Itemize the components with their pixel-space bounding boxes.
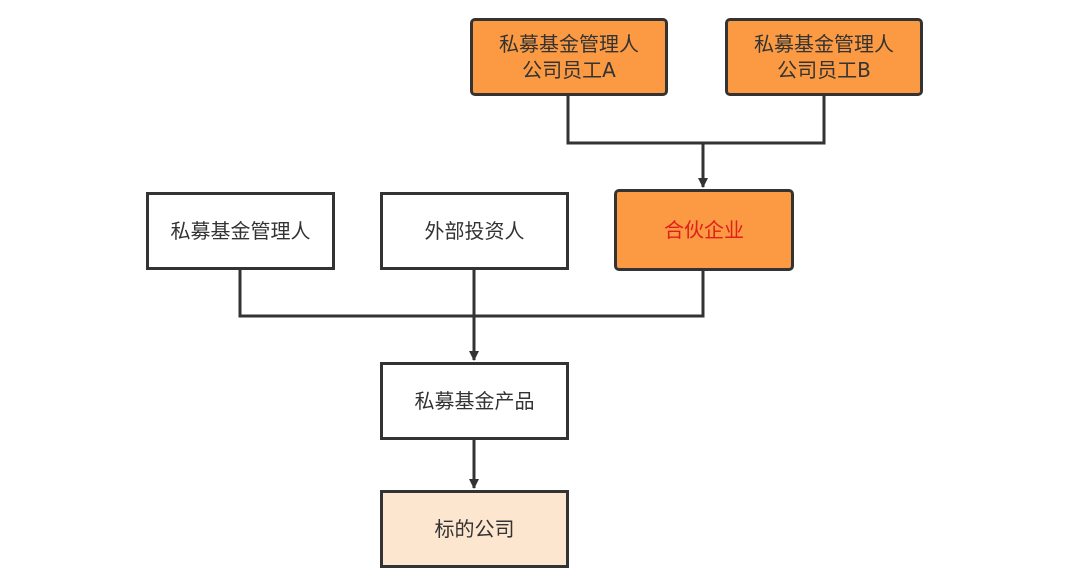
node-target-company-label: 标的公司: [434, 517, 515, 541]
connector-employees-to-partnership: [566, 96, 826, 145]
node-employee-a-line1: 私募基金管理人: [499, 32, 639, 56]
node-employee-b-line2: 公司员工B: [777, 58, 871, 82]
node-employee-b: 私募基金管理人 公司员工B: [725, 18, 923, 96]
node-employee-b-line1: 私募基金管理人: [754, 32, 894, 56]
connector-investors-to-product: [238, 270, 705, 318]
node-external-investor-label: 外部投资人: [424, 219, 525, 243]
node-fund-product-label: 私募基金产品: [414, 389, 535, 413]
node-external-investor: 外部投资人: [380, 192, 569, 270]
node-target-company: 标的公司: [380, 490, 569, 568]
node-partnership-label: 合伙企业: [664, 218, 744, 242]
node-fund-manager: 私募基金管理人: [146, 192, 335, 270]
node-fund-manager-label: 私募基金管理人: [170, 219, 311, 243]
node-employee-a: 私募基金管理人 公司员工A: [470, 18, 668, 96]
node-partnership: 合伙企业: [614, 189, 794, 271]
node-fund-product: 私募基金产品: [380, 362, 569, 440]
node-employee-a-line2: 公司员工A: [522, 58, 616, 82]
